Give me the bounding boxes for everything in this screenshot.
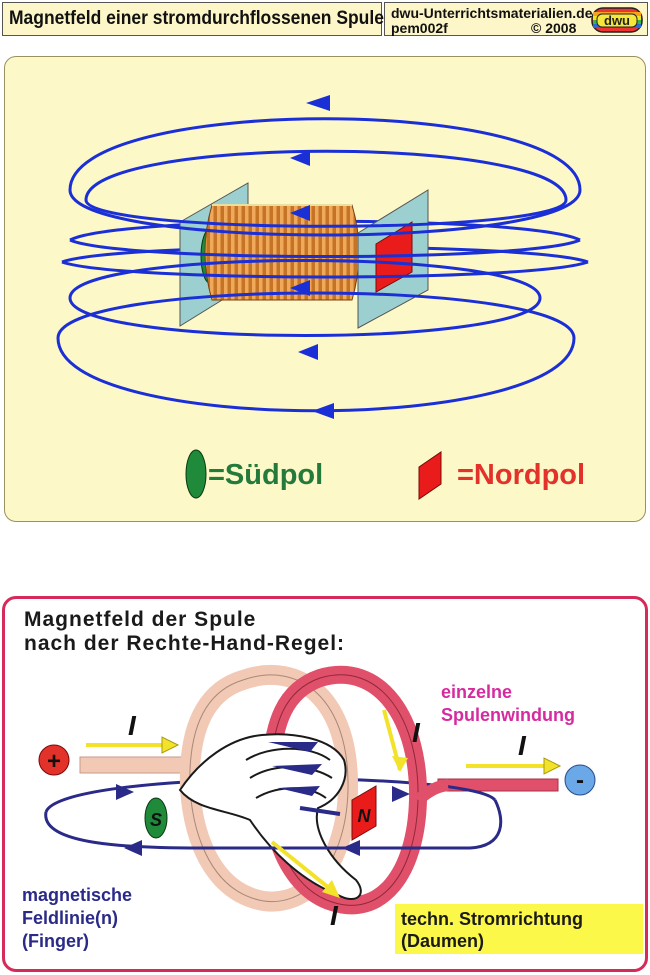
fieldline-label: magnetische Feldlinie(n) (Finger): [22, 884, 132, 953]
arrow-head-b2: [392, 786, 410, 802]
field-line-arrows-bottom: [116, 784, 410, 856]
winding-connector: [414, 779, 449, 805]
n-pole-label: N: [358, 806, 372, 826]
winding-label-line2: Spulenwindung: [441, 705, 575, 725]
field-line-inner-top-front: [84, 199, 568, 228]
field-lines-front: [56, 189, 589, 413]
legend-south-icon: [185, 449, 207, 499]
minus-terminal: [564, 764, 596, 796]
plus-terminal: [38, 744, 70, 776]
copyright: © 2008: [531, 20, 577, 36]
field-line-lower-1: [68, 259, 542, 337]
page-title: Magnetfeld einer stromdurchflossenen Spu…: [9, 8, 390, 29]
rule-heading-line1: Magnetfeld der Spule: [24, 608, 257, 631]
fieldline-label-line3: (Finger): [22, 931, 89, 951]
current-symbol-right: I: [518, 730, 527, 761]
arrow-head-6: [312, 403, 334, 419]
south-pole-legend: =Südpol: [208, 459, 324, 491]
n-pole-marker: [351, 785, 377, 841]
s-pole-marker: [144, 797, 168, 839]
winding-ring-light-outline: [189, 674, 349, 903]
north-pole-legend: =Nordpol: [457, 459, 586, 491]
current-symbol-left: I: [128, 710, 137, 741]
plus-symbol: +: [47, 748, 61, 775]
s-pole-label: S: [150, 810, 162, 830]
minus-symbol: -: [576, 767, 584, 794]
winding-label-line1: einzelne: [441, 682, 513, 702]
arrow-head-2: [290, 150, 310, 166]
legend-north-icon: [418, 451, 442, 500]
current-arrows: [86, 709, 562, 898]
current-symbol-ring: I: [412, 717, 421, 748]
field-line-mid-front-2: [61, 260, 589, 279]
arrow-head-b1: [116, 784, 134, 800]
arrow-head-1: [306, 95, 330, 111]
rule-heading-line2: nach der Rechte-Hand-Regel:: [24, 632, 346, 655]
current-label-line2: (Daumen): [401, 931, 485, 951]
arrow-head-b3: [124, 840, 142, 856]
fieldline-label-line1: magnetische: [22, 885, 133, 905]
current-label-line1: techn. Stromrichtung: [401, 909, 584, 929]
field-line-inner-top-back: [84, 149, 568, 201]
field-line-mid-front-1: [69, 238, 581, 258]
document-code: pem002f: [391, 20, 448, 36]
field-line-outer-top-front: [68, 189, 582, 237]
current-symbol-bottom: I: [330, 900, 339, 931]
arrow-head-3: [290, 205, 310, 221]
site-name: dwu-Unterrichtsmaterialien.de: [391, 5, 593, 21]
current-direction-label: techn. Stromrichtung (Daumen): [395, 904, 643, 954]
arrow-head-5: [298, 344, 318, 360]
coil-body: [204, 204, 360, 301]
arrow-head-4: [290, 280, 310, 296]
field-line-outer-top-back: [68, 117, 582, 191]
arrow-head-b4: [342, 840, 360, 856]
field-line-arrows: [290, 95, 334, 419]
field-line-lower-2: [56, 291, 576, 413]
dwu-logo: dwu: [591, 7, 643, 33]
left-lead-wire: [79, 756, 189, 774]
title-box: Magnetfeld einer stromdurchflossenen Spu…: [2, 2, 390, 36]
field-line-front: [44, 799, 503, 850]
fieldline-label-line2: Feldlinie(n): [22, 908, 118, 928]
meta-box: dwu-Unterrichtsmaterialien.de pem002f © …: [384, 2, 648, 36]
winding-label: einzelne Spulenwindung: [441, 681, 575, 727]
header: Magnetfeld einer stromdurchflossenen Spu…: [0, 0, 650, 40]
right-hand-illustration: [178, 733, 362, 900]
logo-text: dwu: [604, 13, 630, 28]
